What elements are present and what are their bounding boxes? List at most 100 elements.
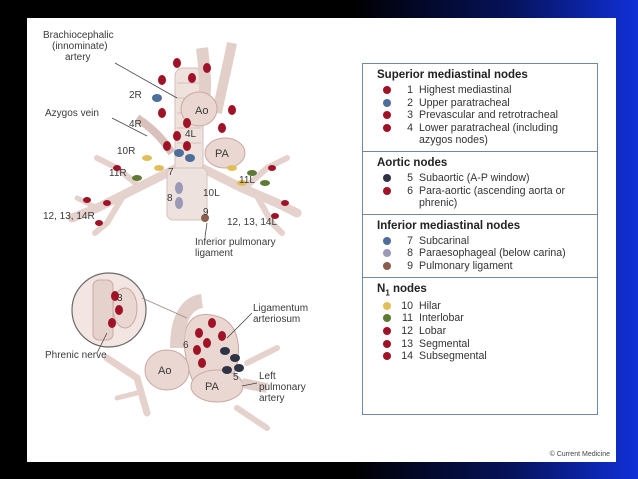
node-color-swatch-icon [383, 123, 391, 132]
lymph-node-legend: Superior mediastinal nodes 1 Highest media… [362, 63, 598, 415]
brachiocephalic-label: Brachiocephalic [43, 30, 114, 41]
legend-item-label: Pulmonary ligament [419, 259, 513, 272]
legend-item-number: 1 [407, 84, 413, 96]
station-12-14l-label: 12, 13, 14L [227, 217, 277, 228]
legend-section: Superior mediastinal nodes 1 Highest media… [363, 64, 597, 152]
station-10l-label: 10L [203, 188, 220, 199]
legend-item-label: Subaortic (A-P window) [419, 171, 530, 184]
legend-item: 13 Segmental [377, 338, 591, 351]
legend-item: 9 Pulmonary ligament [377, 260, 591, 273]
node-color-swatch-icon [383, 98, 391, 107]
legend-item-label: Hilar [419, 299, 441, 312]
inferior-pulmonary-ligament-label: Inferior pulmonary [195, 237, 276, 248]
station-6-label: 6 [183, 340, 189, 351]
node-color-swatch-icon [383, 186, 391, 195]
legend-item-number: 4 [407, 121, 413, 134]
legend-item-label: Lower paratracheal (including azygos nod… [419, 121, 558, 147]
legend-item-label: Prevascular and retrotracheal [419, 109, 558, 122]
station-11l-label: 11L [239, 175, 255, 186]
legend-item-label: Segmental [419, 337, 470, 350]
legend-item-number: 3 [407, 109, 413, 122]
aorta-label: Ao [195, 105, 208, 117]
pulmonary-artery-label: PA [215, 148, 230, 160]
node-color-swatch-icon [383, 261, 391, 270]
node-color-swatch-icon [383, 173, 391, 182]
legend-section-title-text: Inferior mediastinal nodes [377, 219, 521, 232]
legend-section-title: N1 nodes [377, 283, 591, 297]
legend-item: 1 Highest mediastinal [377, 84, 591, 97]
image-credit: © Current Medicine [549, 451, 610, 458]
inferior-pulmonary-ligament-label-2: ligament [195, 248, 233, 259]
station-4r-label: 4R [129, 119, 142, 130]
legend-item: 14 Subsegmental [377, 350, 591, 363]
legend-item-number: 12 [401, 325, 413, 338]
slide: Brachiocephalic (innominate) artery Azyg… [27, 18, 616, 462]
station-4l-label: 4L [185, 129, 197, 140]
node-color-swatch-icon [383, 111, 391, 120]
station-7-label: 7 [168, 167, 174, 178]
legend-item-number: 14 [401, 350, 413, 363]
ligamentum-label: Ligamentum [253, 303, 308, 314]
azygos-vein-label: Azygos vein [45, 108, 99, 119]
airway-illustration [67, 42, 302, 236]
legend-item-number: 5 [407, 171, 413, 184]
station-12-14r-label: 12, 13, 14R [43, 211, 95, 222]
legend-item-label: Subcarinal [419, 234, 470, 247]
legend-section-title: Inferior mediastinal nodes [377, 220, 591, 232]
station-10r-label: 10R [117, 146, 135, 157]
legend-section-title-text: Superior mediastinal nodes [377, 69, 528, 81]
phrenic-nerve-label: Phrenic nerve [45, 350, 107, 361]
left-pulmonary-artery-label: Left [259, 371, 276, 382]
brachiocephalic-label-2: (innominate) [52, 41, 108, 52]
node-color-swatch-icon [383, 236, 391, 245]
station-3-label: 3 [117, 293, 123, 304]
legend-item-number: 6 [407, 184, 413, 197]
pulmonary-artery-label-lower: PA [205, 381, 220, 393]
aorta-label-lower: Ao [158, 365, 171, 377]
node-color-swatch-icon [383, 86, 391, 94]
left-pulmonary-artery-label-3: artery [259, 393, 285, 404]
legend-item-label: Subsegmental [419, 350, 487, 363]
legend-item-number: 11 [402, 312, 413, 325]
station-2r-label: 2R [129, 90, 142, 101]
legend-item: 4 Lower paratracheal (including azygos no… [377, 122, 591, 147]
legend-section-title: Aortic nodes [377, 157, 591, 169]
ligamentum-label-2: arteriosum [253, 314, 300, 325]
legend-item-label: Para-aortic (ascending aorta or phrenic) [419, 184, 566, 210]
legend-title-subscript: 1 [385, 287, 390, 297]
legend-item-label: Lobar [419, 325, 447, 338]
brachiocephalic-label-3: artery [65, 52, 91, 63]
node-color-swatch-icon [383, 314, 391, 323]
legend-section-title: Superior mediastinal nodes [377, 69, 591, 81]
heart-illustration [103, 294, 280, 431]
legend-item-number: 8 [407, 247, 413, 260]
lymph-nodes-upper [83, 58, 289, 226]
station-11r-label: 11R [109, 168, 127, 179]
legend-section-title-text: Aortic nodes [377, 156, 448, 169]
legend-title-rest: nodes [389, 282, 427, 295]
node-color-swatch-icon [383, 301, 391, 310]
legend-item-number: 10 [401, 299, 413, 312]
legend-item: 10 Hilar [377, 300, 591, 313]
lymph-nodes-lower [193, 318, 244, 374]
node-color-swatch-icon [383, 352, 391, 361]
legend-item-number: 9 [407, 259, 413, 272]
station-9-label: 9 [203, 207, 209, 218]
lymph-node-anatomy-diagram: Brachiocephalic (innominate) artery Azyg… [43, 30, 308, 431]
legend-item-number: 13 [401, 337, 413, 350]
legend-item: 5 Subaortic (A-P window) [377, 172, 591, 185]
inset-magnifier [71, 272, 188, 348]
legend-item: 12 Lobar [377, 325, 591, 338]
left-pulmonary-artery-label-2: pulmonary [259, 382, 306, 393]
legend-item: 3 Prevascular and retrotracheal [377, 109, 591, 122]
station-8-label: 8 [167, 193, 173, 204]
legend-item: 6 Para-aortic (ascending aorta or phrenic… [377, 185, 591, 210]
legend-section: Aortic nodes 5 Subaortic (A-P window) 6 Para… [363, 152, 597, 215]
legend-item-label: Highest mediastinal [419, 84, 512, 96]
